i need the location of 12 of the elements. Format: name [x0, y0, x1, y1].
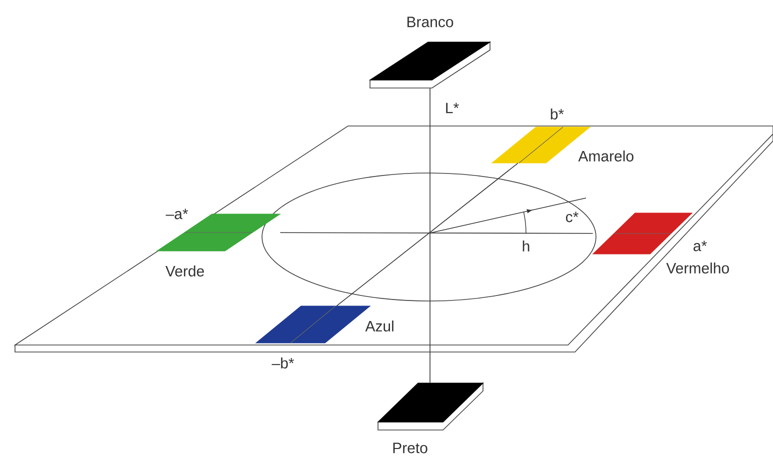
axis-label: –b* — [272, 357, 294, 368]
tile-label: Azul — [365, 320, 394, 332]
axis-label: –a* — [166, 208, 188, 220]
tile-label: Vermelho — [666, 262, 729, 274]
axis-line — [336, 162, 518, 306]
tile-label: Branco — [407, 16, 454, 28]
axis-label: h — [522, 240, 530, 252]
axis-label: c* — [566, 212, 578, 222]
tile-label: Preto — [393, 442, 428, 454]
tile-label: Verde — [165, 265, 204, 276]
tile-label: Amarelo — [578, 150, 634, 162]
axis-label: L* — [446, 102, 459, 114]
